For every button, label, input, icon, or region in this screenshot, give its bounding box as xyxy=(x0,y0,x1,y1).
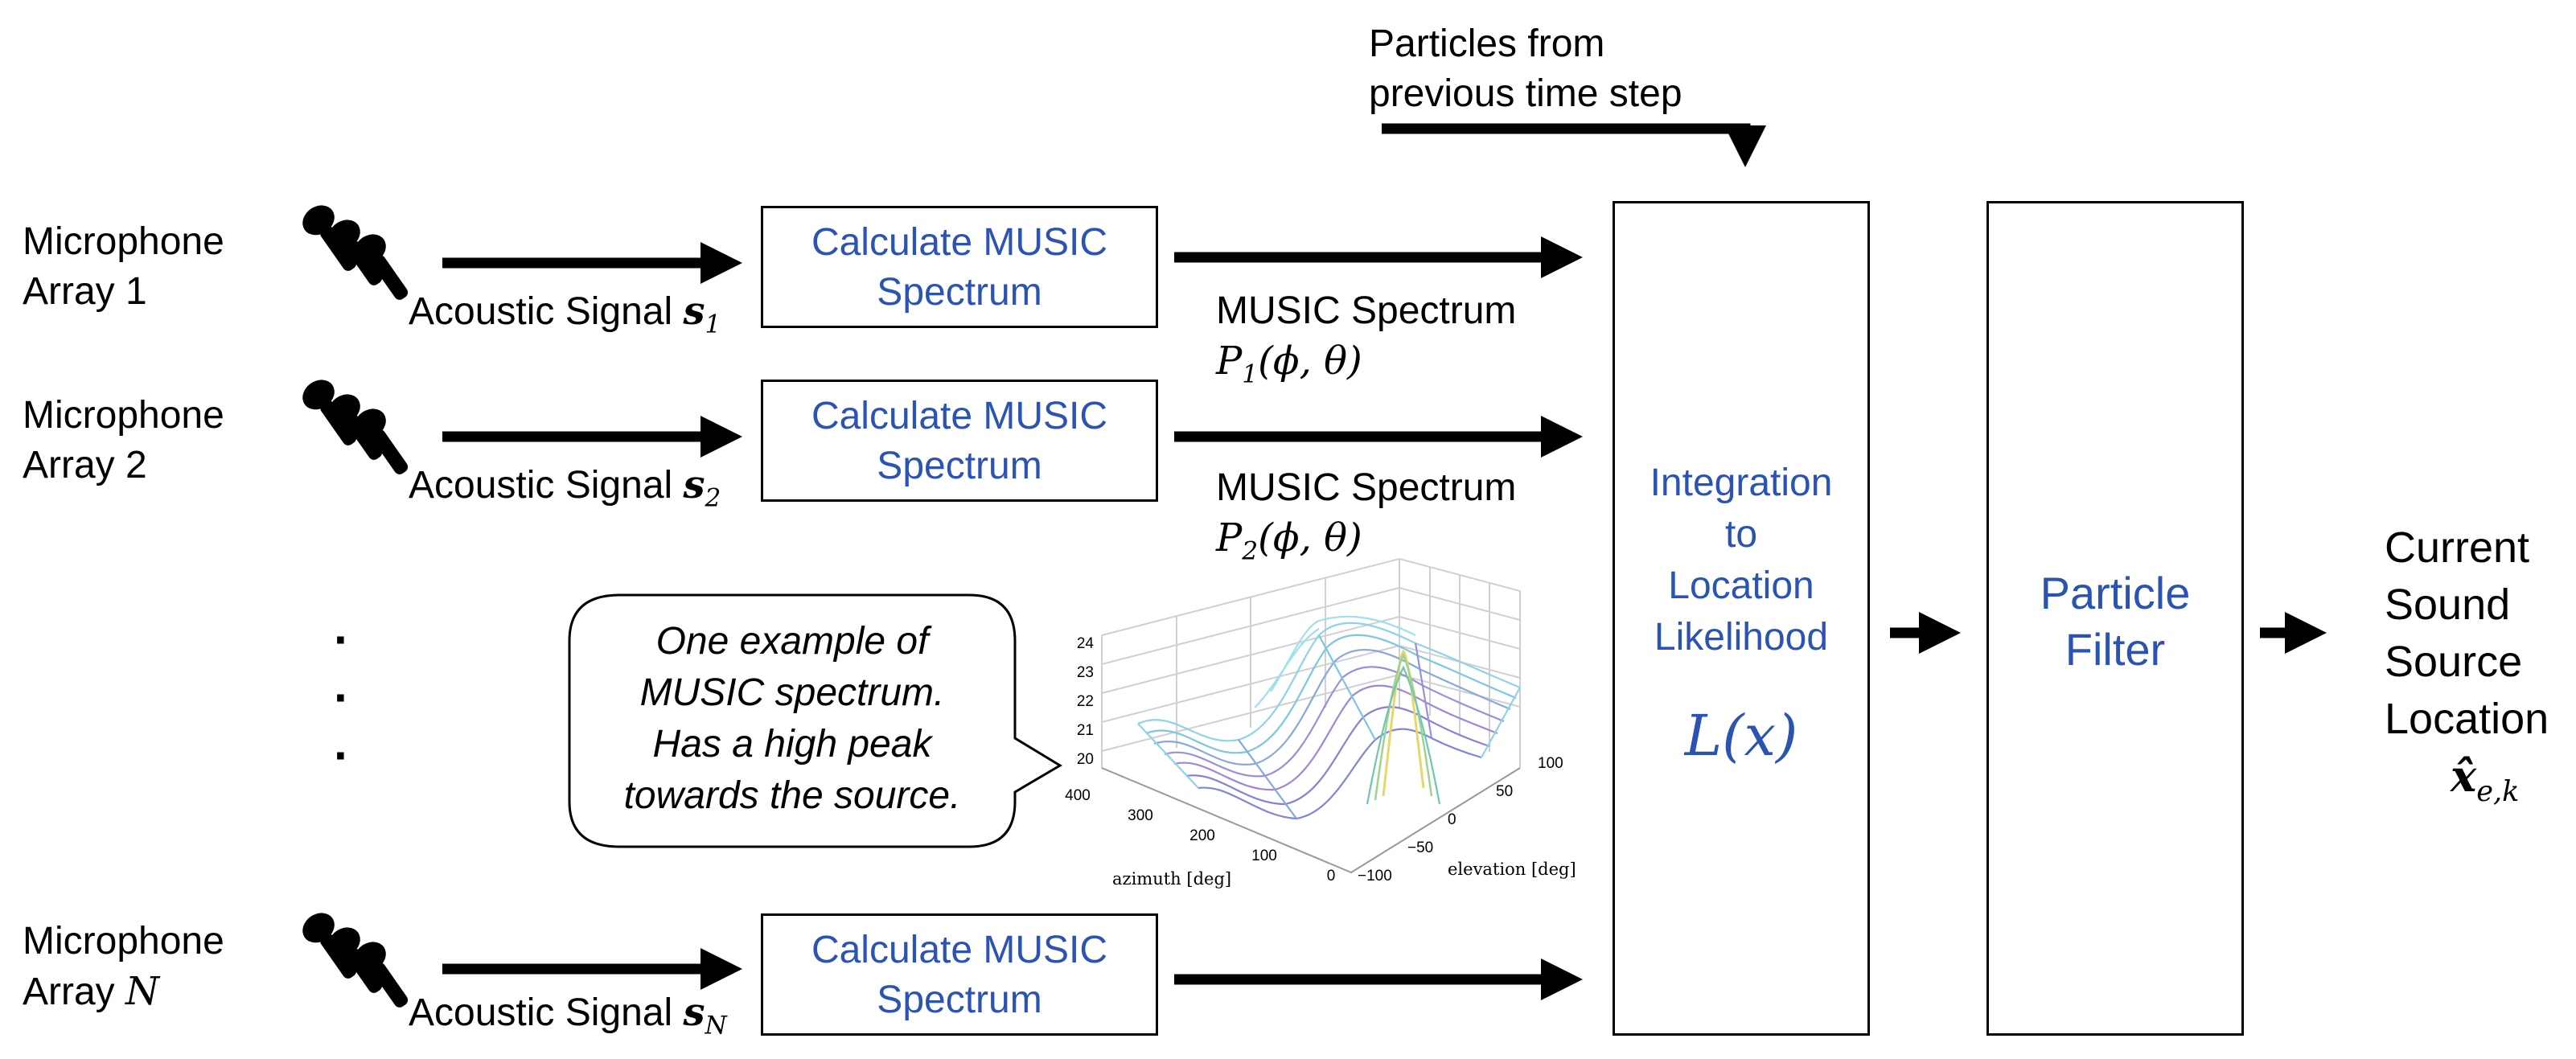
acoustic-signal-n-label: Acoustic Signal sN xyxy=(409,990,727,1041)
callout-bubble xyxy=(568,593,1062,848)
acoustic-signal-2-label: Acoustic Signal s2 xyxy=(409,462,721,513)
z-tick: 20 xyxy=(1077,751,1094,768)
az-tick: 400 xyxy=(1065,787,1091,804)
mic-array-2-label: Microphone Array 2 xyxy=(23,394,224,486)
z-tick: 22 xyxy=(1077,693,1094,710)
z-tick: 21 xyxy=(1077,722,1094,739)
calc-music-box-2: Calculate MUSIC Spectrum xyxy=(761,380,1158,502)
el-tick: 50 xyxy=(1496,783,1513,800)
el-tick: 0 xyxy=(1448,811,1456,828)
elevation-axis-label: elevation [deg] xyxy=(1448,860,1576,879)
output-variable: x̂e,k xyxy=(2451,750,2520,808)
likelihood-formula: L(x) xyxy=(1684,703,1798,769)
particle-filter-box: Particle Filter xyxy=(1986,201,2244,1036)
el-tick: −50 xyxy=(1407,839,1433,856)
mic-array-1-label: Microphone Array 1 xyxy=(23,220,224,313)
az-tick: 100 xyxy=(1251,848,1277,864)
microphone-icon xyxy=(302,205,409,1008)
callout-text: One example of MUSIC spectrum. Has a hig… xyxy=(623,620,961,817)
music-spectrum-2-label: MUSIC Spectrum P2(ϕ, θ) xyxy=(1216,466,1517,566)
calc-music-box-1: Calculate MUSIC Spectrum xyxy=(761,206,1158,328)
z-tick: 24 xyxy=(1077,635,1095,652)
acoustic-signal-1-label: Acoustic Signal s1 xyxy=(409,289,721,339)
music-spectrum-plot: 24 23 22 21 20 400 300 200 100 0 100 50 … xyxy=(1065,557,1576,889)
output-label: Current Sound Source Location x̂e,k xyxy=(2385,519,2549,820)
el-tick: −100 xyxy=(1358,868,1392,885)
mic-array-n-label: Microphone Array N xyxy=(23,920,224,1014)
az-tick: 300 xyxy=(1128,807,1153,824)
az-tick: 200 xyxy=(1189,827,1215,844)
azimuth-axis-label: azimuth [deg] xyxy=(1112,869,1231,889)
calc-music-box-n: Calculate MUSIC Spectrum xyxy=(761,913,1158,1036)
particles-input-label: Particles from previous time step xyxy=(1369,23,1682,115)
ellipsis: · · · xyxy=(334,613,350,782)
el-tick: 100 xyxy=(1538,755,1563,772)
integration-box: Integration to Location Likelihood L(x) xyxy=(1613,201,1870,1036)
music-spectrum-1-label: MUSIC Spectrum P1(ϕ, θ) xyxy=(1216,289,1517,389)
az-tick: 0 xyxy=(1327,868,1336,885)
arrow-particles xyxy=(1382,123,1766,167)
z-tick: 23 xyxy=(1077,664,1094,681)
